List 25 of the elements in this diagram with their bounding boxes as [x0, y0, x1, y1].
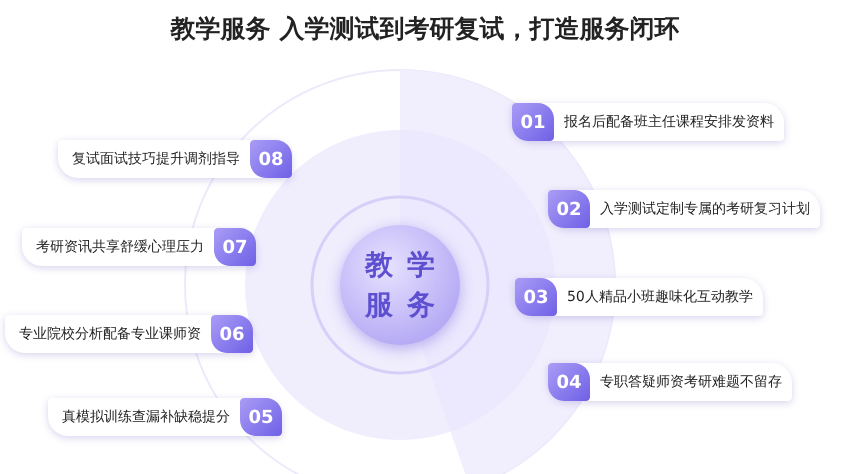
number-badge: 07	[214, 228, 256, 266]
item-card	[5, 315, 253, 353]
title: 教学服务 入学测试到考研复试，打造服务闭环	[169, 13, 680, 45]
item-card	[48, 398, 282, 436]
item-text: 专职答疑师资考研难题不留存	[599, 373, 783, 391]
number-badge: 03	[515, 278, 557, 316]
item-text: 50人精品小班趣味化互动教学	[566, 288, 754, 306]
item-card	[548, 363, 792, 401]
item-card	[515, 278, 763, 316]
item-text: 入学测试定制专属的考研复习计划	[599, 200, 811, 218]
number-badge: 06	[211, 315, 253, 353]
number-badge: 01	[512, 103, 554, 141]
item-card	[22, 228, 256, 266]
item-text: 专业院校分析配备专业课师资	[18, 325, 202, 343]
number-badge: 02	[548, 190, 590, 228]
item-card	[512, 103, 784, 141]
item-card	[548, 190, 820, 228]
item-text: 复试面试技巧提升调剂指导	[71, 150, 241, 168]
item-card	[58, 140, 292, 178]
item-text: 报名后配备班主任课程安排发资料	[563, 113, 775, 131]
number-badge: 05	[240, 398, 282, 436]
number-badge: 04	[548, 363, 590, 401]
item-text: 考研资讯共享舒缓心理压力	[35, 238, 205, 256]
item-text: 真模拟训练查漏补缺稳提分	[61, 408, 231, 426]
number-badge: 08	[250, 140, 292, 178]
